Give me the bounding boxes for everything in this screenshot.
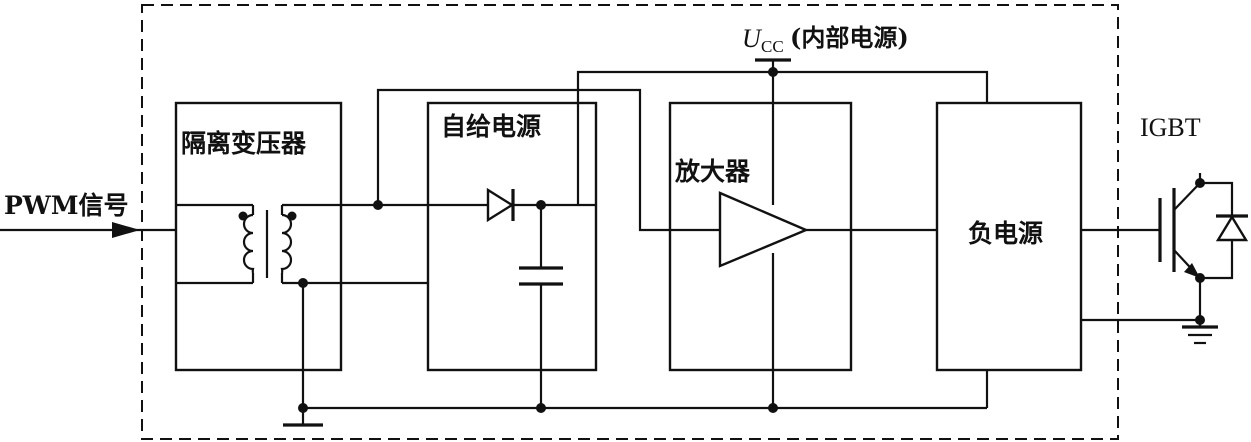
ucc-subscript: CC — [761, 37, 784, 56]
self-power-supply-block — [426, 101, 598, 372]
amplifier-label: 放大器 — [674, 157, 751, 186]
driver-module-boundary — [141, 4, 1119, 440]
transformer-coils-icon — [238, 210, 297, 278]
igbt-icon — [1158, 173, 1249, 320]
negative-power-supply-label: 负电源 — [968, 219, 1043, 248]
igbt-label: IGBT — [1140, 113, 1201, 142]
pwm-signal-label: PWM信号 — [4, 191, 129, 220]
pwm-input-arrow — [112, 222, 140, 238]
ucc-description: (内部电源) — [790, 23, 909, 52]
isolation-transformer-block — [174, 101, 343, 372]
amplifier-triangle-icon — [718, 191, 810, 268]
igbt-ground-icon — [1182, 320, 1218, 345]
self-power-supply-label: 自给电源 — [441, 112, 541, 141]
capacitor-icon — [519, 266, 563, 286]
diode-icon — [486, 187, 515, 223]
ucc-symbol: U — [742, 24, 763, 53]
negative-power-supply-block — [935, 101, 1083, 372]
isolation-transformer-label: 隔离变压器 — [181, 129, 307, 158]
wiring — [0, 60, 1200, 425]
ucc-label: U CC (内部电源) — [742, 23, 909, 56]
